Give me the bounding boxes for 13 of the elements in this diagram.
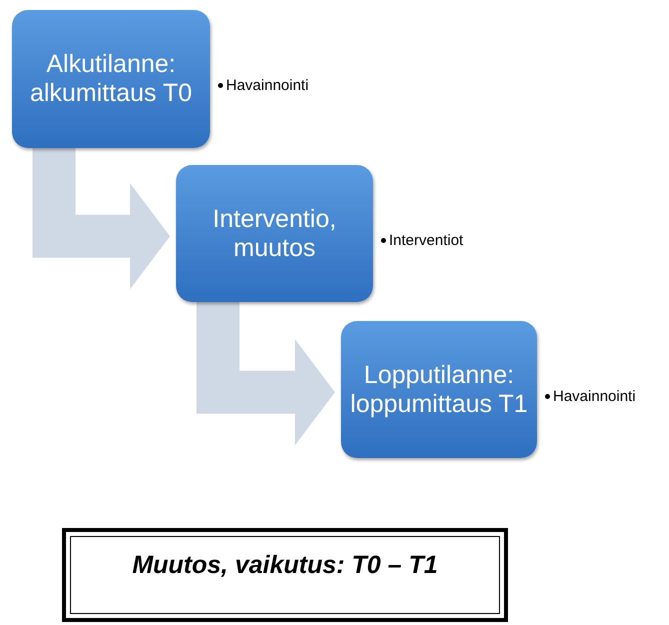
process-box (341, 321, 537, 458)
bent-arrow (32, 148, 170, 290)
process-box (12, 10, 210, 148)
process-box (176, 165, 373, 302)
step-label: Alkutilanne: alkumittaus T0 (28, 50, 194, 108)
step-label: Lopputilanne: loppumittaus T1 (349, 360, 529, 418)
result-text: Muutos, vaikutus: T0 – T1 (132, 551, 438, 581)
step-label: Interventio, muutos (212, 204, 338, 262)
bullet-text: Havainnointi (226, 77, 309, 94)
result-frame (62, 528, 508, 622)
bent-arrow (196, 302, 335, 446)
bullet-text: Havainnointi (553, 388, 636, 404)
bullet-text: Interventiot (389, 232, 464, 248)
